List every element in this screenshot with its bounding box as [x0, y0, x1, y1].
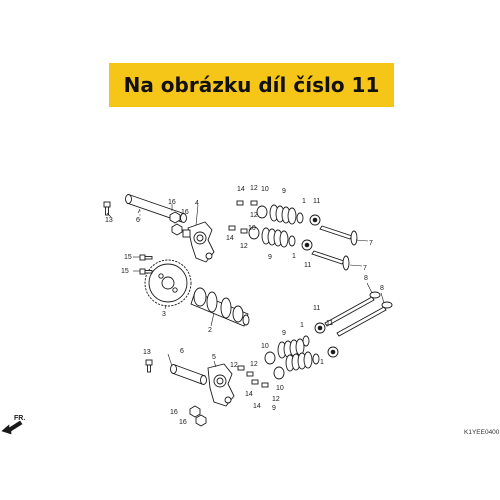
upper-valve-retainers: [248, 205, 268, 240]
callout-10: 10: [276, 385, 284, 392]
callout-13: 13: [143, 349, 151, 356]
callout-10: 10: [248, 225, 256, 232]
callout-1: 1: [302, 198, 306, 205]
sprocket-bolt-b: [139, 268, 153, 275]
callout-16: 16: [181, 209, 189, 216]
lower-valve-cotters: [237, 365, 269, 388]
callout-15: 15: [121, 268, 129, 275]
nut-16-d: [195, 414, 207, 427]
callout-5: 5: [212, 354, 216, 361]
callout-16: 16: [170, 409, 178, 416]
lower-valve-springs: [277, 338, 313, 372]
callout-10: 10: [261, 186, 269, 193]
callout-9: 9: [282, 188, 286, 195]
lower-bolt: [145, 359, 153, 373]
callout-14: 14: [253, 403, 261, 410]
pin-small: [182, 229, 191, 238]
front-label: FR.: [14, 415, 25, 422]
lower-rocker-arm: [207, 363, 235, 407]
callout-9: 9: [282, 330, 286, 337]
upper-valves: [311, 225, 358, 271]
callout-8: 8: [380, 285, 384, 292]
callout-labels: 14 12 10 9 1 11 12 10 14 12 9 1 11 7 7 8…: [105, 185, 384, 426]
lower-rocker-shaft: [170, 364, 207, 385]
nut-16-b: [171, 223, 183, 236]
callout-12: 12: [250, 361, 258, 368]
callout-15: 15: [124, 254, 132, 261]
callout-4: 4: [195, 200, 199, 207]
callout-11: 11: [304, 262, 311, 269]
callout-2: 2: [208, 327, 212, 334]
callout-14: 14: [245, 391, 253, 398]
lower-valves: [324, 291, 393, 337]
callout-12: 12: [272, 396, 280, 403]
callout-12: 12: [230, 362, 238, 369]
callout-9: 9: [272, 405, 276, 412]
diagram-code: K1YEE0400: [464, 429, 500, 436]
front-arrow-icon: [1, 420, 23, 435]
upper-bolt: [103, 201, 111, 216]
cam-sprocket: [144, 259, 192, 307]
callout-12: 12: [240, 243, 248, 250]
callout-12: 12: [250, 212, 258, 219]
callout-14: 14: [237, 186, 245, 193]
callout-7: 7: [369, 240, 373, 247]
sprocket-bolt-a: [139, 254, 153, 261]
part-number-banner: Na obrázku díl číslo 11: [109, 63, 394, 107]
callout-6: 6: [136, 217, 140, 224]
callout-12: 12: [250, 185, 258, 192]
upper-valve-springs: [261, 204, 297, 248]
upper-valve-seats: [288, 212, 304, 247]
nut-16-a: [169, 211, 181, 224]
callout-16: 16: [179, 419, 187, 426]
callout-11: 11: [326, 320, 333, 327]
callout-13: 13: [105, 217, 113, 224]
callout-14: 14: [226, 235, 234, 242]
camshaft: [190, 287, 250, 327]
callout-10: 10: [261, 343, 269, 350]
callout-3: 3: [162, 311, 166, 318]
upper-valve-cotters: [228, 200, 258, 234]
nut-16-c: [189, 405, 201, 418]
lower-valve-seals: [314, 322, 339, 358]
callout-1: 1: [320, 359, 324, 366]
callout-11: 11: [313, 305, 320, 312]
callout-16: 16: [168, 199, 176, 206]
callout-8: 8: [364, 275, 368, 282]
callout-1: 1: [300, 322, 304, 329]
banner-text: Na obrázku díl číslo 11: [123, 73, 380, 97]
front-direction-indicator: FR.: [1, 415, 25, 435]
callout-9: 9: [268, 254, 272, 261]
callout-11: 11: [313, 198, 320, 205]
callout-7: 7: [363, 265, 367, 272]
upper-rocker-arm: [187, 221, 215, 263]
leader-lines: [106, 204, 385, 368]
callout-1: 1: [292, 253, 296, 260]
lower-valve-retainers: [264, 351, 285, 380]
callout-6: 6: [180, 348, 184, 355]
upper-valve-seals: [301, 214, 321, 251]
lower-valve-seats: [302, 335, 320, 365]
